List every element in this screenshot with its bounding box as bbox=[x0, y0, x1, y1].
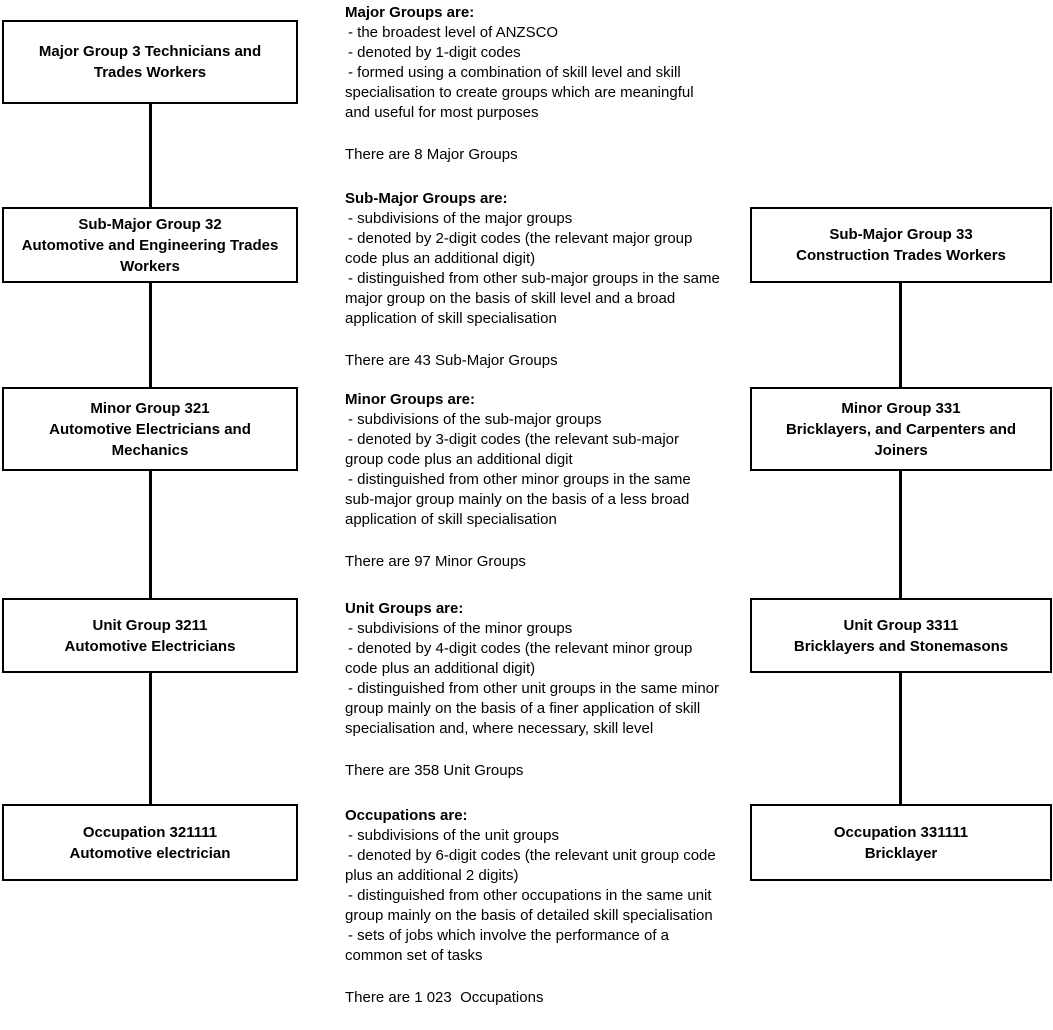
bullet-line: - denoted by 6-digit codes (the relevant… bbox=[345, 847, 716, 884]
description-minor-groups: Minor Groups are: - subdivisions of the … bbox=[345, 390, 721, 572]
bullet-line: - sets of jobs which involve the perform… bbox=[345, 927, 669, 964]
box-sub-major-group-33: Sub-Major Group 33 Construction Trades Wo… bbox=[750, 207, 1052, 283]
box-line: Automotive Electricians and bbox=[49, 420, 251, 438]
connector-line bbox=[149, 103, 152, 208]
bullet-line: - subdivisions of the major groups bbox=[348, 210, 573, 227]
box-line: Automotive and Engineering Trades bbox=[21, 236, 279, 254]
bullet-line: - distinguished from other occupations i… bbox=[345, 887, 713, 924]
description-bullets: - subdivisions of the unit groups - denot… bbox=[345, 826, 721, 966]
connector-line bbox=[149, 672, 152, 805]
bullet-line: - distinguished from other minor groups … bbox=[345, 471, 691, 528]
description-note: There are 97 Minor Groups bbox=[345, 553, 526, 570]
box-line: Unit Group 3311 bbox=[843, 616, 959, 634]
description-bullets: - subdivisions of the major groups - deno… bbox=[345, 209, 721, 329]
box-line: Bricklayers and Stonemasons bbox=[793, 637, 1009, 655]
box-line: Automotive electrician bbox=[69, 844, 231, 862]
connector-line bbox=[149, 470, 152, 599]
connector-line bbox=[899, 282, 902, 388]
box-line: Automotive Electricians bbox=[64, 637, 236, 655]
box-line: Occupation 321111 bbox=[82, 823, 218, 841]
bullet-line: - denoted by 2-digit codes (the relevant… bbox=[345, 230, 693, 267]
connector-line bbox=[149, 282, 152, 388]
bullet-line: - subdivisions of the sub-major groups bbox=[348, 411, 602, 428]
bullet-line: - distinguished from other unit groups i… bbox=[345, 680, 720, 737]
description-bullets: - subdivisions of the sub-major groups - … bbox=[345, 410, 721, 530]
description-note: There are 1 023 Occupations bbox=[345, 989, 544, 1006]
description-heading: Minor Groups are: bbox=[345, 391, 476, 408]
box-line: Major Group 3 Technicians and bbox=[38, 43, 262, 60]
box-line: Minor Group 321 bbox=[90, 399, 210, 417]
box-line: Workers bbox=[120, 257, 180, 275]
bullet-line: - denoted by 1-digit codes bbox=[348, 44, 521, 61]
description-sub-major-groups: Sub-Major Groups are: - subdivisions of … bbox=[345, 189, 721, 371]
description-note: There are 358 Unit Groups bbox=[345, 762, 524, 779]
description-note: There are 8 Major Groups bbox=[345, 146, 518, 163]
description-occupations: Occupations are: - subdivisions of the u… bbox=[345, 806, 721, 1008]
bullet-line: - the broadest level of ANZSCO bbox=[348, 24, 559, 41]
box-line: Construction Trades Workers bbox=[796, 247, 1006, 264]
description-heading: Unit Groups are: bbox=[345, 600, 464, 617]
box-line: Trades Workers bbox=[93, 64, 207, 81]
description-heading: Occupations are: bbox=[345, 807, 468, 824]
connector-line bbox=[899, 470, 902, 599]
box-line: Sub-Major Group 33 bbox=[829, 226, 973, 243]
description-heading: Major Groups are: bbox=[345, 4, 475, 21]
connector-line bbox=[899, 672, 902, 805]
bullet-line: - subdivisions of the unit groups bbox=[348, 827, 559, 844]
description-heading: Sub-Major Groups are: bbox=[345, 190, 508, 207]
description-bullets: - the broadest level of ANZSCO - denoted … bbox=[345, 23, 721, 123]
description-unit-groups: Unit Groups are: - subdivisions of the m… bbox=[345, 599, 721, 781]
box-line: Bricklayers, and Carpenters and bbox=[785, 420, 1017, 438]
bullet-line: - denoted by 4-digit codes (the relevant… bbox=[345, 640, 693, 677]
box-line: Bricklayer bbox=[864, 844, 938, 862]
bullet-line: - distinguished from other sub-major gro… bbox=[345, 270, 720, 327]
bullet-line: - denoted by 3-digit codes (the relevant… bbox=[345, 431, 680, 468]
box-line: Mechanics bbox=[111, 441, 189, 459]
box-line: Sub-Major Group 32 bbox=[78, 215, 222, 233]
bullet-line: - formed using a combination of skill le… bbox=[345, 64, 694, 121]
bullet-line: - subdivisions of the minor groups bbox=[348, 620, 573, 637]
box-line: Unit Group 3211 bbox=[92, 616, 208, 634]
box-line: Minor Group 331 bbox=[841, 399, 961, 417]
description-major-groups: Major Groups are: - the broadest level o… bbox=[345, 3, 721, 165]
description-note: There are 43 Sub-Major Groups bbox=[345, 352, 558, 369]
box-line: Joiners bbox=[874, 441, 928, 459]
box-line: Occupation 331111 bbox=[833, 823, 969, 841]
description-bullets: - subdivisions of the minor groups - deno… bbox=[345, 619, 721, 739]
box-sub-major-group-32: Sub-Major Group 32 Automotive and Enginee… bbox=[2, 207, 298, 283]
